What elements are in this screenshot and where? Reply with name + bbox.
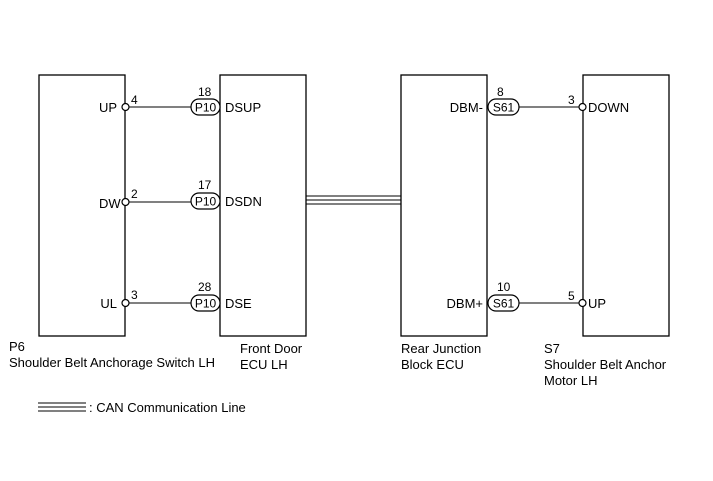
connector-label: P10 <box>195 101 217 115</box>
ecu-pin-num-10: 10 <box>497 280 511 294</box>
motor-pin-num-3: 3 <box>568 93 575 107</box>
pin-label-ul: UL <box>100 296 117 311</box>
legend-label: : CAN Communication Line <box>89 400 246 415</box>
motor-label-up: UP <box>588 296 606 311</box>
legend: : CAN Communication Line <box>38 400 246 415</box>
p6-switch-box <box>38 74 126 337</box>
pin-terminal <box>121 298 130 308</box>
can-line <box>306 195 401 205</box>
ecu-label-dbm-plus: DBM+ <box>447 296 483 311</box>
connector-label: P10 <box>195 297 217 311</box>
pin-num-4: 4 <box>131 93 138 107</box>
s7-motor-box <box>582 74 670 337</box>
front-door-caption-1: Front Door <box>240 341 303 356</box>
connector-p10 <box>190 294 221 312</box>
connector-label: P10 <box>195 195 217 209</box>
pin-terminal <box>578 102 587 112</box>
wire-up-motor: S61 DBM+ 10 5 UP <box>447 280 606 312</box>
wire-down: S61 DBM- 8 3 DOWN <box>450 85 629 116</box>
ecu-pin-num-28: 28 <box>198 280 212 294</box>
rear-junction-caption-1: Rear Junction <box>401 341 481 356</box>
s7-id: S7 <box>544 341 560 356</box>
connector-s61 <box>487 294 520 312</box>
rear-junction-caption-2: Block ECU <box>401 357 464 372</box>
front-door-caption-2: ECU LH <box>240 357 288 372</box>
wire-up: UP 4 18 P10 DSUP <box>99 85 261 116</box>
connector-s61 <box>487 98 520 116</box>
front-door-ecu-box <box>219 74 307 337</box>
ecu-label-dse: DSE <box>225 296 252 311</box>
s7-caption-2: Motor LH <box>544 373 597 388</box>
ecu-pin-num-8: 8 <box>497 85 504 99</box>
ecu-label-dbm-minus: DBM- <box>450 100 483 115</box>
pin-terminal <box>121 102 130 112</box>
pin-label-dw: DW <box>99 196 121 211</box>
pin-num-3: 3 <box>131 288 138 302</box>
ecu-label-dsdn: DSDN <box>225 194 262 209</box>
connector-p10 <box>190 192 221 210</box>
p6-id: P6 <box>9 339 25 354</box>
wire-dw: DW 2 17 P10 DSDN <box>99 178 262 211</box>
pin-terminal <box>578 298 587 308</box>
motor-label-down: DOWN <box>588 100 629 115</box>
s7-caption-1: Shoulder Belt Anchor <box>544 357 667 372</box>
ecu-label-dsup: DSUP <box>225 100 261 115</box>
pin-num-2: 2 <box>131 187 138 201</box>
p6-name: Shoulder Belt Anchorage Switch LH <box>9 355 215 370</box>
ecu-pin-num-17: 17 <box>198 178 212 192</box>
connector-label: S61 <box>493 101 515 115</box>
ecu-pin-num-18: 18 <box>198 85 212 99</box>
connector-label: S61 <box>493 297 515 311</box>
can-line-legend-swatch <box>38 402 86 412</box>
wire-ul: UL 3 28 P10 DSE <box>100 280 252 312</box>
pin-terminal <box>121 197 130 207</box>
motor-pin-num-5: 5 <box>568 289 575 303</box>
connector-p10 <box>190 98 221 116</box>
pin-label-up: UP <box>99 100 117 115</box>
rear-junction-ecu-box <box>400 74 488 337</box>
